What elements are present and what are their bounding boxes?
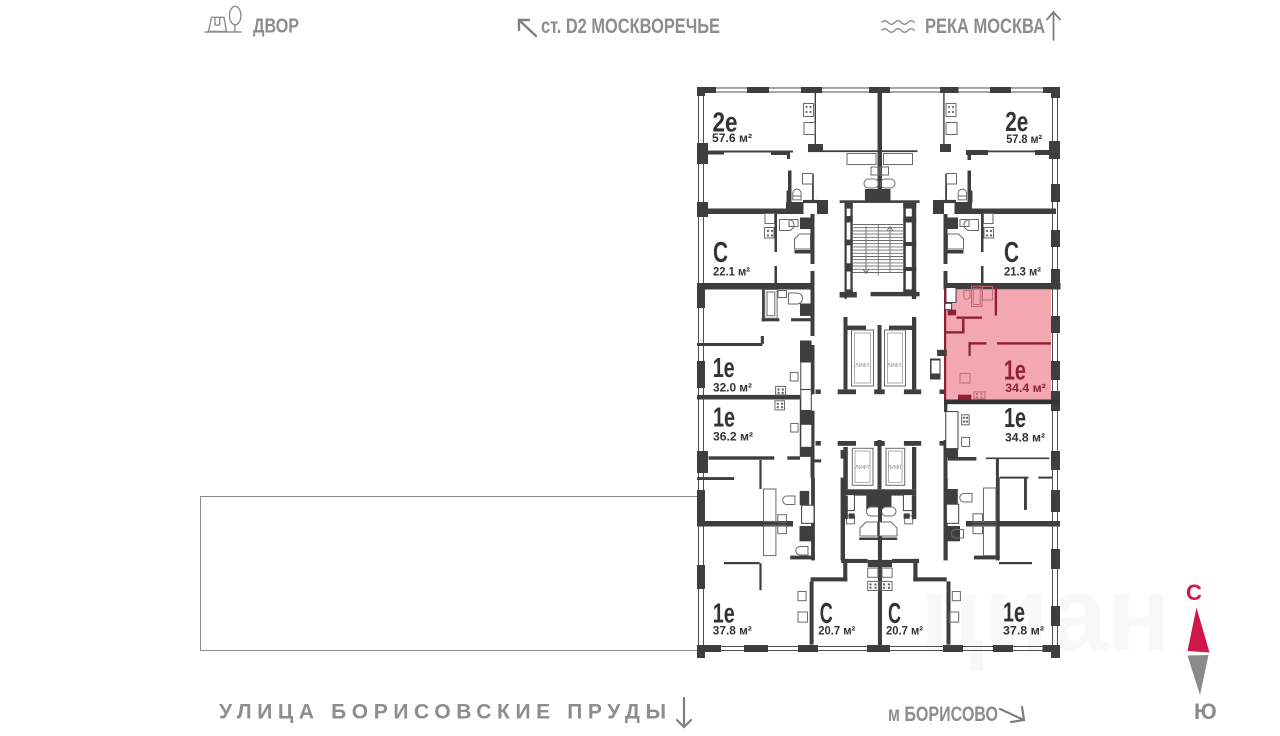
- svg-text:1е: 1е: [713, 402, 735, 433]
- svg-text:УЛИЦА БОРИСОВСКИЕ ПРУДЫ: УЛИЦА БОРИСОВСКИЕ ПРУДЫ: [219, 701, 666, 724]
- svg-text:1е: 1е: [1004, 355, 1026, 386]
- svg-text:1е: 1е: [1003, 597, 1025, 628]
- svg-text:22.1 м²: 22.1 м²: [713, 265, 750, 279]
- svg-text:ДВОР: ДВОР: [253, 16, 299, 38]
- svg-text:РЕКА МОСКВА: РЕКА МОСКВА: [925, 15, 1045, 38]
- svg-text:36.2 м²: 36.2 м²: [713, 430, 753, 444]
- svg-text:ст. D2 МОСКВОРЕЧЬЕ: ст. D2 МОСКВОРЕЧЬЕ: [541, 15, 720, 38]
- svg-text:1е: 1е: [713, 598, 735, 629]
- svg-text:20.7 м²: 20.7 м²: [818, 624, 855, 638]
- svg-text:м БОРИСОВО: м БОРИСОВО: [888, 703, 998, 726]
- svg-text:С: С: [820, 598, 833, 630]
- svg-text:С: С: [1186, 580, 1202, 605]
- svg-text:1е: 1е: [1004, 402, 1026, 433]
- svg-text:1е: 1е: [713, 352, 735, 383]
- svg-text:2е: 2е: [713, 107, 738, 138]
- svg-text:Ю: Ю: [1194, 699, 1217, 724]
- svg-text:34.4 м²: 34.4 м²: [1005, 381, 1046, 395]
- svg-text:57.6 м²: 57.6 м²: [712, 131, 752, 145]
- svg-text:ЛИФТ: ЛИФТ: [855, 465, 870, 471]
- svg-text:ЛИФТ: ЛИФТ: [888, 465, 903, 471]
- svg-text:ЛИФТ: ЛИФТ: [855, 363, 870, 369]
- svg-text:57.8 м²: 57.8 м²: [1006, 132, 1042, 146]
- svg-text:37.8 м²: 37.8 м²: [1003, 624, 1044, 638]
- svg-text:циан: циан: [920, 556, 1171, 673]
- svg-text:37.8 м²: 37.8 м²: [713, 624, 752, 638]
- svg-text:21.3 м²: 21.3 м²: [1004, 265, 1041, 279]
- svg-text:С: С: [1004, 237, 1019, 269]
- svg-text:34.8 м²: 34.8 м²: [1005, 431, 1045, 445]
- svg-text:32.0 м²: 32.0 м²: [713, 381, 752, 395]
- svg-text:С: С: [888, 598, 901, 630]
- svg-text:2е: 2е: [1005, 106, 1028, 137]
- svg-text:20.7 м²: 20.7 м²: [886, 624, 923, 638]
- svg-text:С: С: [713, 237, 728, 269]
- svg-text:ЛИФТ: ЛИФТ: [887, 363, 902, 369]
